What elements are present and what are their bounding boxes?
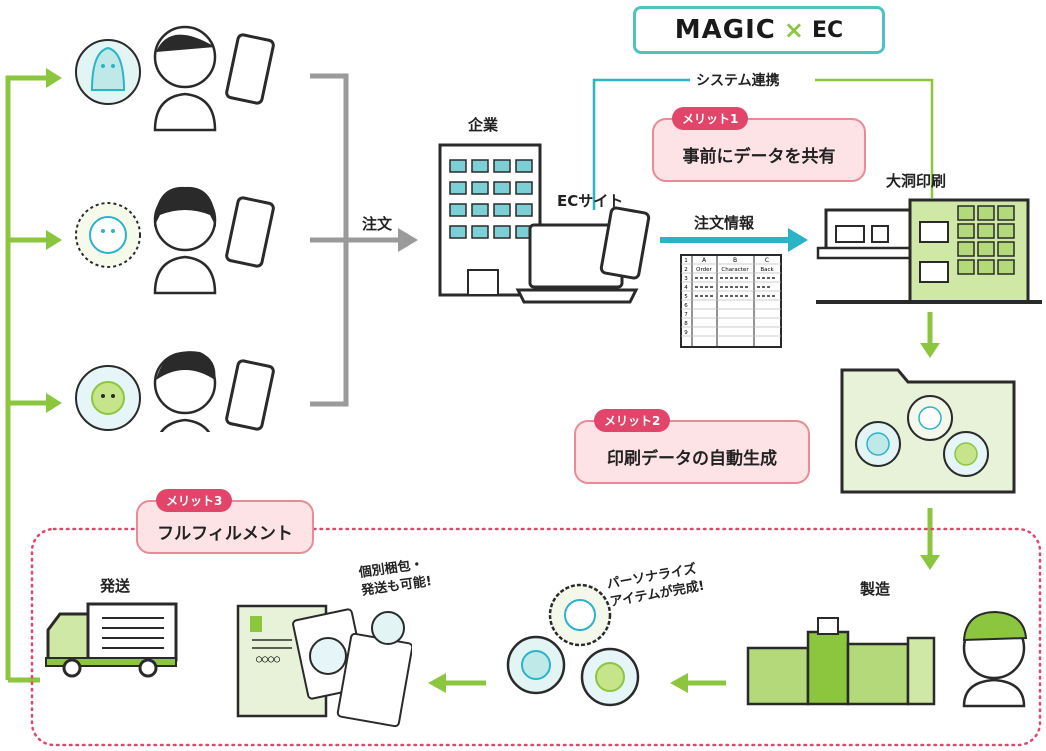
smartphone-icon (225, 33, 275, 105)
arrow-icon (788, 228, 808, 252)
customer-1 (75, 25, 275, 132)
spreadsheet: A B C Order Character Back 1 2 3 4 5 6 7… (680, 254, 782, 348)
customer-2 (75, 186, 275, 295)
company-label: 企業 (468, 116, 499, 134)
row-label: Back (760, 267, 774, 273)
svg-text:7: 7 (684, 312, 688, 318)
logo-x: × (783, 16, 804, 44)
merit-2-tag: メリット2 (594, 409, 671, 432)
merit-1-text: 事前にデータを共有 (682, 147, 836, 167)
feedback-line (5, 75, 48, 680)
smartphone-icon (599, 206, 651, 280)
manufacture-label: 製造 (860, 580, 891, 598)
arrow-icon (670, 673, 688, 693)
svg-text:5: 5 (684, 294, 688, 300)
svg-text:6: 6 (684, 303, 688, 309)
fulfillment-box (30, 527, 1042, 747)
company-building (438, 143, 651, 304)
row-label: Order (696, 267, 712, 273)
arrow-icon (46, 393, 62, 413)
merit-3-tag: メリット3 (156, 489, 233, 512)
row-label: Character (721, 267, 749, 273)
smartphone-icon (225, 359, 275, 431)
truck-icon (86, 602, 178, 662)
merit-3-callout: メリット3 フルフィルメント (136, 489, 314, 554)
merit-2-callout: メリット2 印刷データの自動生成 (574, 409, 810, 484)
col-header: B (733, 257, 737, 264)
completed-badges (506, 583, 640, 707)
logo-ec: EC (812, 17, 844, 43)
merit-2-text: 印刷データの自動生成 (607, 449, 777, 469)
badge-icon (371, 611, 405, 645)
magic-ec-logo: MAGIC × EC (633, 6, 885, 54)
arrow-icon (428, 673, 446, 693)
customer-3 (75, 351, 275, 432)
col-header: C (765, 257, 769, 264)
shipping-label: 発送 (100, 577, 131, 595)
printing-machine-icon (746, 646, 810, 706)
arrow-icon (46, 230, 62, 250)
merit-3-text: フルフィルメント (157, 524, 293, 544)
svg-text:1: 1 (684, 258, 688, 264)
svg-text:○○○○: ○○○○ (256, 654, 280, 665)
individual-package: ○○○○ (236, 604, 412, 728)
col-header: A (702, 257, 707, 264)
ec-site-label: ECサイト (557, 192, 624, 210)
svg-text:2: 2 (684, 267, 688, 273)
delivery-truck (45, 602, 178, 678)
svg-text:9: 9 (684, 330, 688, 336)
arrow-icon (398, 228, 418, 252)
printer-building (816, 198, 1042, 304)
arrow-icon (920, 555, 940, 570)
system-link-label: システム連携 (690, 70, 786, 90)
merit-1-tag: メリット1 (672, 107, 749, 130)
order-label: 注文 (362, 215, 393, 233)
manufacturing (746, 610, 1028, 708)
arrow-icon (46, 68, 62, 88)
print-data-folder (840, 368, 1016, 494)
badge-icon (309, 637, 347, 675)
logo-magic: MAGIC (674, 15, 776, 45)
merit-1-callout: メリット1 事前にデータを共有 (652, 107, 866, 182)
svg-text:4: 4 (684, 285, 688, 291)
customers (75, 25, 275, 432)
svg-text:3: 3 (684, 276, 688, 282)
arrow-icon (920, 343, 940, 358)
svg-text:8: 8 (684, 321, 688, 327)
smartphone-icon (225, 196, 275, 268)
printer-label: 大洞印刷 (886, 172, 947, 190)
order-info-label: 注文情報 (694, 214, 755, 232)
